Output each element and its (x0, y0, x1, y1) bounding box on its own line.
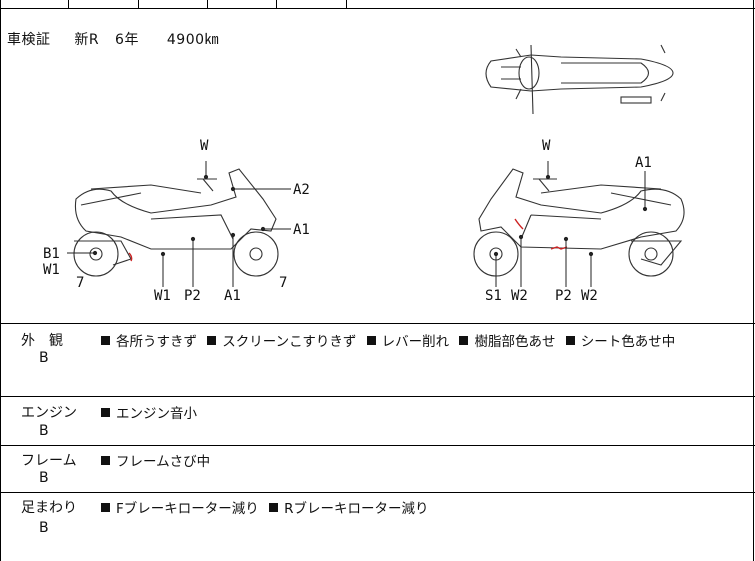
certificate-status: 新R (74, 32, 100, 48)
label-left-b1: B1 (43, 246, 60, 262)
bullet-square-icon (207, 336, 217, 345)
bullet-square-icon (565, 336, 575, 345)
section-notes: フレームさび中 (101, 450, 216, 470)
label-right-w2-rear: W2 (581, 288, 598, 304)
bullet-square-icon (269, 503, 279, 512)
label-right-a1: A1 (635, 155, 652, 171)
certificate-mileage: 4900㎞ (166, 32, 220, 48)
label-left-p2: P2 (184, 288, 201, 304)
label-left-w: W (200, 138, 209, 154)
section-exterior: 外 観 B 各所うすきず スクリーンこすりきず レバー削れ 樹脂部色あせ シート… (1, 324, 755, 397)
certificate-years: 6年 (115, 32, 139, 48)
label-left-7-rear: 7 (76, 275, 84, 291)
label-left-w1-bottom: W1 (154, 288, 171, 304)
bullet-square-icon (101, 336, 110, 345)
section-notes: Fブレーキローター減り Rブレーキローター減り (101, 497, 434, 517)
scooter-right-view-icon (473, 168, 685, 277)
section-suspension: 足まわり B Fブレーキローター減り Rブレーキローター減り (1, 493, 755, 561)
certificate-label: 車検証 (7, 32, 51, 48)
bullet-square-icon (459, 336, 469, 345)
label-right-p2: P2 (555, 288, 572, 304)
label-right-s1: S1 (485, 288, 502, 304)
scooter-left-view-icon (73, 168, 279, 277)
label-left-a1-bottom: A1 (224, 288, 241, 304)
section-grade: B (39, 350, 49, 366)
label-right-w: W (542, 138, 551, 154)
section-engine: エンジン B エンジン音小 (1, 397, 755, 446)
bullet-square-icon (101, 456, 110, 465)
label-left-w1: W1 (43, 262, 60, 278)
section-category: 足まわり (21, 500, 77, 516)
section-category: エンジン (21, 405, 77, 421)
damage-marks (128, 218, 568, 262)
label-left-a2: A2 (293, 182, 310, 198)
section-category: 外 観 (21, 333, 63, 349)
vehicle-certificate: 車検証 新R 6年 4900㎞ (7, 29, 219, 49)
label-left-7-front: 7 (279, 275, 287, 291)
bullet-square-icon (366, 336, 376, 345)
section-grade: B (39, 520, 49, 536)
section-notes: 各所うすきず スクリーンこすりきず レバー削れ 樹脂部色あせ シート色あせ中 (101, 330, 681, 350)
section-category: フレーム (21, 453, 77, 469)
bullet-square-icon (101, 408, 110, 417)
section-grade: B (39, 423, 49, 439)
header-strip (1, 0, 755, 9)
damage-diagram: 車検証 新R 6年 4900㎞ (1, 9, 755, 324)
scooter-diagram: W A2 A1 B1 W1 7 W1 P2 A1 7 W A1 S1 W2 P2… (43, 44, 685, 304)
section-notes: エンジン音小 (101, 402, 203, 422)
section-frame: フレーム B フレームさび中 (1, 446, 755, 493)
scooter-top-view-icon (485, 44, 674, 115)
bullet-square-icon (101, 503, 110, 512)
label-right-w2: W2 (511, 288, 528, 304)
section-grade: B (39, 470, 49, 486)
label-left-a1: A1 (293, 222, 310, 238)
